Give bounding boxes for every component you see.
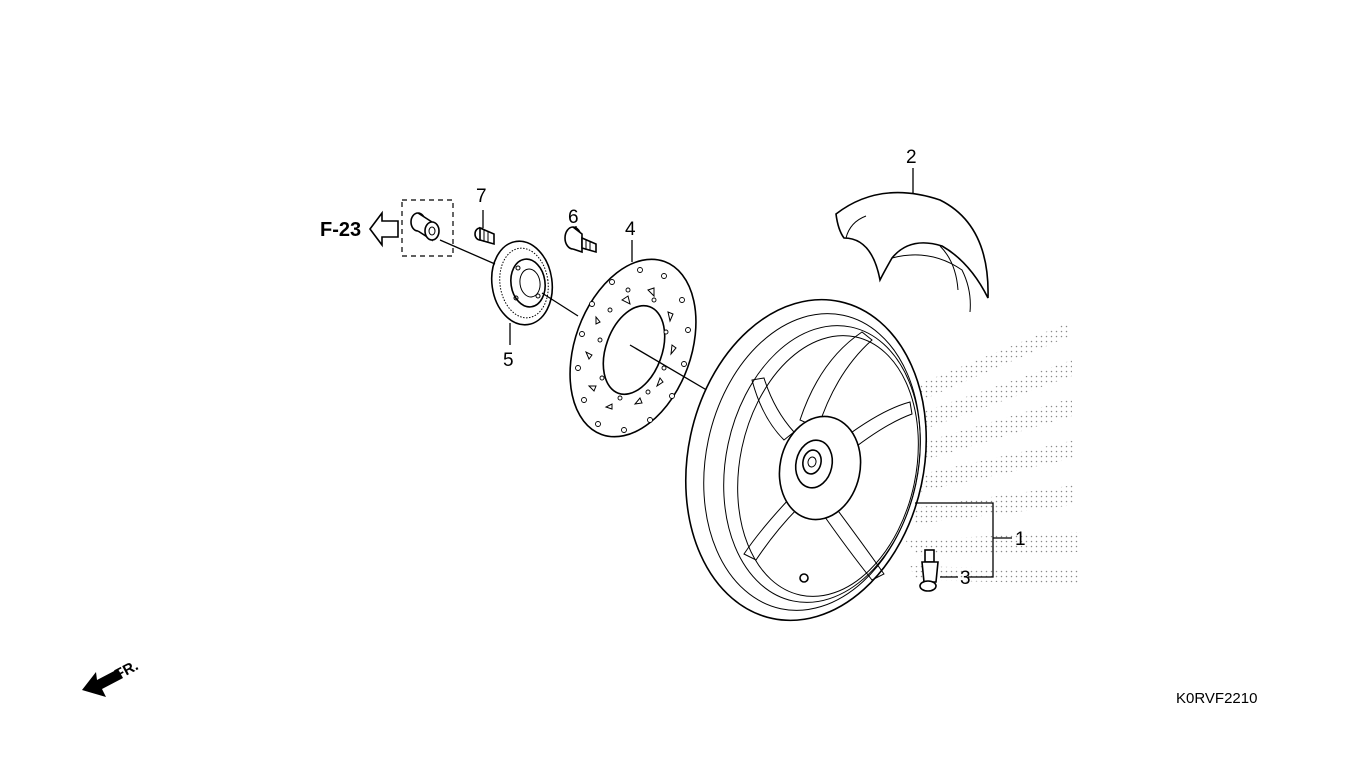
callout-5: 5 <box>503 350 514 371</box>
reference-arrow-f23: F-23 <box>320 210 399 248</box>
collar-dashed-group <box>401 199 454 257</box>
callout-4: 4 <box>625 219 636 240</box>
callout-7: 7 <box>476 186 487 207</box>
callout-1: 1 <box>1015 529 1026 550</box>
callout-2: 2 <box>906 147 917 168</box>
callout-3: 3 <box>960 568 971 589</box>
assembly-axis-line-3 <box>629 344 711 393</box>
assembly-axis-line-1 <box>439 239 496 265</box>
tire-part-2: 2 <box>835 147 989 313</box>
assembly-axis-line-2 <box>541 292 579 317</box>
valve-stem-part-3: 3 <box>919 549 971 592</box>
callout-6: 6 <box>568 207 579 228</box>
brake-disc-part-4: 4 <box>569 219 697 438</box>
disc-bolt-part-6: 6 <box>564 207 597 254</box>
pulser-ring-part-5: 5 <box>490 240 554 371</box>
diagram-code: K0RVF2210 <box>1176 690 1257 707</box>
rear-wheel-part-1: 1 <box>684 298 1026 622</box>
screw-part-7: 7 <box>474 186 495 246</box>
front-direction-indicator: FR. <box>82 657 141 697</box>
front-arrow-icon <box>82 669 123 697</box>
left-arrow-icon <box>369 210 399 248</box>
reference-label: F-23 <box>320 219 361 241</box>
